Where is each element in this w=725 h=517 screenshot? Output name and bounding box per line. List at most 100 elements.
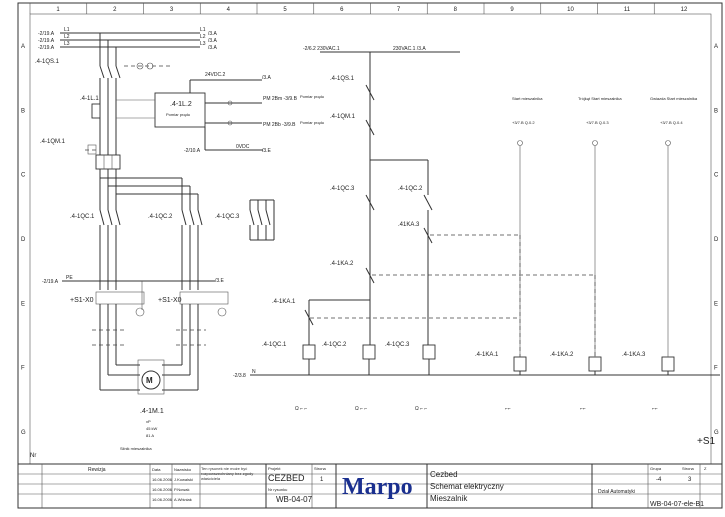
row-letter: B: [21, 108, 25, 114]
drawing-label: Nr rysunku: [268, 487, 287, 492]
group-label: Grupa: [650, 466, 662, 471]
l2-out-ref: /3.A: [208, 38, 218, 44]
qc1-label: .4-1QC.1: [70, 214, 95, 220]
office-label: Dział Automatyki: [598, 489, 635, 495]
coil-ka1: [513, 356, 527, 372]
coil-ka1-label: .4-1KA.1: [475, 352, 499, 358]
switch-q6: .4-1QS.1: [35, 33, 170, 155]
x0b-label: +S1-X0: [158, 297, 182, 304]
l1-label: .4-1L.1: [80, 96, 99, 102]
row-letter: D: [21, 237, 26, 243]
qm1-label: .4-1QM.1: [330, 114, 356, 120]
notes: Ten rysunek nie może być rozpowszechnian…: [201, 466, 254, 481]
row-letter: D: [714, 237, 719, 243]
marpo-logo: Marpo: [342, 474, 413, 500]
terminals-x0: +S1-X0 +S1-X0: [70, 291, 229, 317]
qc3b-label: .4-1QC.3: [330, 186, 355, 192]
column-number: 2: [113, 7, 117, 13]
s1-1-ref: +3/7.B Q.0.2: [512, 120, 535, 125]
coil-ka3-label: .4-1KA.3: [622, 352, 646, 358]
column-number: 9: [510, 7, 514, 13]
motor-data-2: 45 kW: [146, 426, 158, 431]
q6-label: .4-1QS.1: [35, 59, 60, 65]
ac-in: -2/6.2 230VAC.1: [303, 46, 340, 52]
project-label: Projekt: [268, 466, 281, 471]
contactors-power: .4-1QC.1 .4-1QC.2 .4-1QC.3: [70, 169, 275, 290]
pe-out-ref: /3.E: [215, 278, 225, 284]
coil-qc2: [362, 344, 376, 360]
file-value: WB-04-07-ele-B1: [650, 501, 704, 508]
row-letter: E: [714, 301, 718, 307]
x0a-label: +S1-X0: [70, 297, 94, 304]
title-2: Schemat elektryczny: [430, 482, 504, 491]
row-letter: E: [21, 301, 25, 307]
row-letter: G: [21, 430, 26, 436]
control-bus: -2/6.2 230VAC.1 230VAC.1 /3.A -2/3.8 N: [233, 46, 720, 379]
coil-qc2-label: .4-1QC.2: [322, 342, 347, 348]
coil-ka3: [661, 356, 675, 372]
coil-qc1: [302, 344, 316, 360]
ka1-label: .4-1KA.1: [272, 299, 296, 305]
l2-label-out: L2: [200, 34, 206, 40]
l3-ref: -2/19.A: [38, 45, 55, 51]
l1-label-out: L1: [200, 27, 206, 33]
name-2: P.Nowak: [174, 487, 190, 492]
row-letter: G: [714, 430, 719, 436]
svg-text:Ω ⌐ ⌐: Ω ⌐ ⌐: [415, 406, 427, 412]
pe-ref: -2/19.A: [42, 279, 59, 285]
coil-qc3-label: .4-1QC.3: [385, 342, 410, 348]
col-rev: Rewizja: [88, 467, 106, 473]
pm-label-b: Pomiar prądu: [300, 120, 324, 125]
row-letter: B: [714, 108, 718, 114]
ka3-label: .41KA.3: [398, 222, 420, 228]
l2-desc: Pomiar prądu: [166, 112, 190, 117]
l2-label: L2: [64, 34, 70, 40]
qc2b-label: .4-1QC.2: [398, 186, 423, 192]
col-name: Nazwisko: [174, 467, 192, 472]
title-1: Cezbed: [430, 470, 458, 479]
svg-text:⌐⌐: ⌐⌐: [580, 406, 586, 412]
l2-ref: -2/19.A: [38, 38, 55, 44]
row-letter: A: [21, 44, 25, 50]
current-transducer: .4-1L.1 .4-1L.2 Pomiar prądu 24VDC.2 /3.…: [80, 72, 324, 154]
column-number: 1: [56, 7, 60, 13]
row-letter: F: [714, 366, 718, 372]
qm-label: .4-1QM.1: [40, 139, 66, 145]
n-ref: -2/3.8: [233, 373, 246, 379]
qs1-label: .4-1QS.1: [330, 76, 355, 82]
column-number: 3: [170, 7, 174, 13]
qc3-label: .4-1QC.3: [215, 214, 240, 220]
title-3: Mieszalnik: [430, 494, 468, 503]
drawing-value: WB-04-07: [276, 495, 313, 504]
coils: .4-1QC.1 .4-1QC.2 .4-1QC.3 .4-1KA.1 .4-1…: [262, 235, 675, 375]
drawing-frame: [17, 2, 723, 509]
coil-qc3: [422, 344, 436, 360]
pe-line: -2/19.A PE /3.E: [42, 275, 225, 310]
date-3: 16.06.2006: [152, 497, 173, 502]
of-label: Z: [704, 466, 707, 471]
col-nr: Nr: [30, 453, 36, 459]
l1-ref: -2/19.A: [38, 31, 55, 37]
pe-label: PE: [66, 275, 73, 281]
svg-text:Ω ⌐ ⌐: Ω ⌐ ⌐: [295, 406, 307, 412]
pm-label-a: Pomiar prądu: [300, 94, 324, 99]
name-1: J.Kowalski: [174, 477, 193, 482]
column-number: 8: [454, 7, 458, 13]
location-value: +S1: [697, 436, 716, 447]
coil-qc1-label: .4-1QC.1: [262, 342, 287, 348]
control-contacts: .4-1QS.1 .4-1QM.1 .4-1QC.3 .4-1QC.2 .41K…: [272, 76, 595, 345]
column-number: 12: [681, 7, 688, 13]
s1-3-label: Gwiazda Start mieszalnika: [650, 96, 698, 101]
svg-text:⌐⌐: ⌐⌐: [505, 406, 511, 412]
coil-ka2-label: .4-1KA.2: [550, 352, 574, 358]
col-date: Data: [152, 467, 161, 472]
supply-lines: -2/19.A -2/19.A -2/19.A L1 L2 L3 L1 L2 L…: [38, 27, 218, 51]
l1-label: L1: [64, 27, 70, 33]
s1-1-label: Start mieszalnika: [512, 96, 543, 101]
l3-label-out: L3: [200, 41, 206, 47]
sheet-label: Strona: [682, 466, 695, 471]
ka2-label: .4-1KA.2: [330, 261, 354, 267]
l1-out-ref: /3.A: [208, 31, 218, 37]
